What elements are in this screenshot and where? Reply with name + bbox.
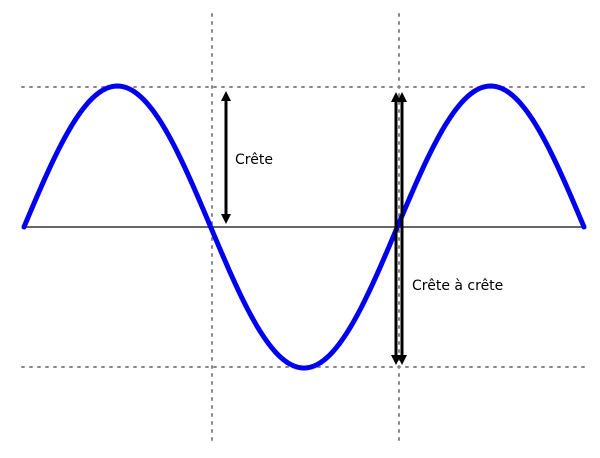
peak-to-peak-label: Crête à crête (412, 278, 503, 294)
sine-wave-curve (21, 83, 587, 371)
peak-label: Crête (235, 152, 273, 168)
